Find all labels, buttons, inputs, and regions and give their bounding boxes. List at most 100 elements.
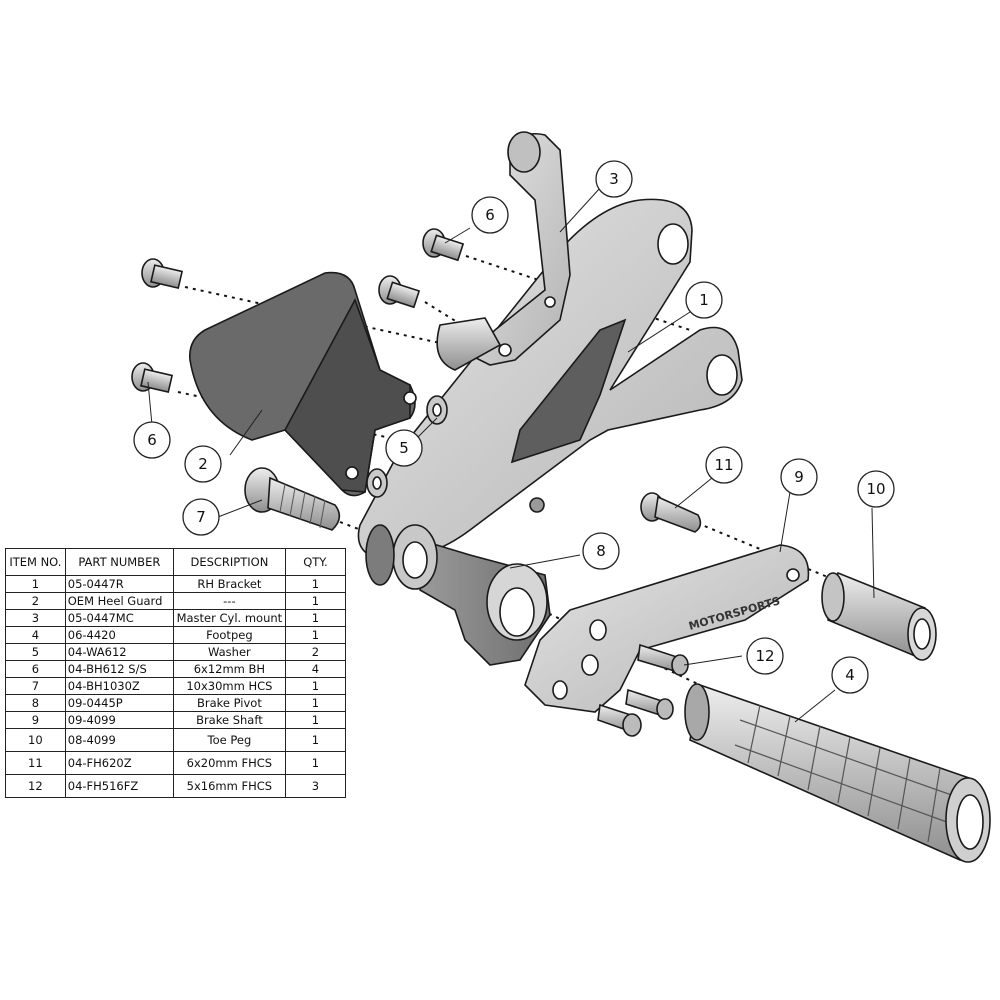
bom-cell-description: Brake Shaft	[172, 711, 286, 729]
bom-cell-item-no: 4	[5, 626, 66, 644]
callout-10: 10	[857, 470, 895, 508]
bom-cell-part-number: 05-0447MC	[64, 609, 174, 627]
bom-cell-part-number: 05-0447R	[64, 575, 174, 593]
bom-cell-item-no: 6	[5, 660, 66, 678]
bom-cell-description: 6x20mm FHCS	[172, 751, 286, 775]
bom-cell-qty: 1	[284, 751, 347, 775]
bom-cell-part-number: 04-FH620Z	[64, 751, 174, 775]
bom-cell-part-number: 06-4420	[64, 626, 174, 644]
bom-cell-qty: 1	[284, 626, 347, 644]
bom-cell-part-number: 04-BH612 S/S	[64, 660, 174, 678]
bom-cell-description: Brake Pivot	[172, 694, 286, 712]
bom-cell-item-no: 10	[5, 728, 66, 752]
fhcs-bolt-6x20	[640, 492, 702, 533]
callout-5: 5	[385, 429, 423, 467]
svg-text:9: 9	[794, 468, 804, 486]
svg-text:5: 5	[399, 439, 409, 457]
bom-cell-description: Master Cyl. mount	[172, 609, 286, 627]
bom-cell-part-number: 08-4099	[64, 728, 174, 752]
bom-cell-description: Washer	[172, 643, 286, 661]
bom-cell-qty: 1	[284, 694, 347, 712]
bom-cell-item-no: 5	[5, 643, 66, 661]
callout-7: 7	[182, 498, 220, 536]
bom-cell-description: RH Bracket	[172, 575, 286, 593]
svg-text:7: 7	[196, 508, 206, 526]
bom-cell-part-number: 04-FH516FZ	[64, 774, 174, 798]
bom-cell-qty: 1	[284, 575, 347, 593]
button-head-bolts	[131, 228, 465, 394]
bom-cell-item-no: 11	[5, 751, 66, 775]
bom-header-qty: QTY.	[284, 548, 347, 576]
leader-lines	[147, 187, 875, 723]
bom-cell-qty: 1	[284, 728, 347, 752]
bom-cell-item-no: 9	[5, 711, 66, 729]
toe-peg-part	[821, 571, 937, 661]
callout-1: 1	[685, 281, 723, 319]
bom-cell-part-number: OEM Heel Guard	[64, 592, 174, 610]
svg-text:6: 6	[147, 431, 157, 449]
master-cylinder-mount-part	[436, 131, 571, 371]
bom-cell-part-number: 09-4099	[64, 711, 174, 729]
bom-header-row: ITEM NO. PART NUMBER DESCRIPTION QTY.	[5, 548, 347, 576]
bom-cell-description: 5x16mm FHCS	[172, 774, 286, 798]
callout-11: 11	[705, 446, 743, 484]
bom-cell-item-no: 1	[5, 575, 66, 593]
bom-cell-qty: 1	[284, 592, 347, 610]
callout-6-top: 6	[471, 196, 509, 234]
bom-cell-item-no: 3	[5, 609, 66, 627]
svg-text:11: 11	[714, 456, 733, 474]
callout-8: 8	[582, 532, 620, 570]
brake-shaft-part: MOTORSPORTS	[524, 544, 810, 713]
svg-text:2: 2	[198, 455, 208, 473]
svg-text:4: 4	[845, 666, 855, 684]
bom-cell-description: ---	[172, 592, 286, 610]
callout-9: 9	[780, 458, 818, 496]
bom-cell-qty: 1	[284, 711, 347, 729]
heel-guard-part	[188, 271, 417, 497]
washers	[366, 395, 448, 498]
bom-cell-item-no: 8	[5, 694, 66, 712]
svg-text:1: 1	[699, 291, 709, 309]
bom-cell-qty: 1	[284, 609, 347, 627]
bom-cell-description: 6x12mm BH	[172, 660, 286, 678]
callout-6-left: 6	[133, 421, 171, 459]
svg-text:10: 10	[866, 480, 885, 498]
fhcs-bolts-5x16	[597, 643, 689, 737]
svg-text:3: 3	[609, 170, 619, 188]
bom-cell-qty: 3	[284, 774, 347, 798]
bom-cell-qty: 4	[284, 660, 347, 678]
bom-cell-qty: 2	[284, 643, 347, 661]
callout-3: 3	[595, 160, 633, 198]
callout-12: 12	[746, 637, 784, 675]
svg-text:8: 8	[596, 542, 606, 560]
bom-cell-part-number: 09-0445P	[64, 694, 174, 712]
bom-header-part-number: PART NUMBER	[64, 548, 174, 576]
hcs-bolt	[244, 467, 341, 531]
footpeg-part	[684, 683, 991, 863]
bom-cell-item-no: 7	[5, 677, 66, 695]
bom-header-item-no: ITEM NO.	[5, 548, 66, 576]
bom-cell-item-no: 2	[5, 592, 66, 610]
rh-bracket-part	[357, 198, 743, 561]
bom-cell-part-number: 04-BH1030Z	[64, 677, 174, 695]
svg-text:6: 6	[485, 206, 495, 224]
bom-cell-description: Footpeg	[172, 626, 286, 644]
bom-cell-item-no: 12	[5, 774, 66, 798]
callout-4: 4	[831, 656, 869, 694]
bom-cell-part-number: 04-WA612	[64, 643, 174, 661]
bom-cell-description: 10x30mm HCS	[172, 677, 286, 695]
